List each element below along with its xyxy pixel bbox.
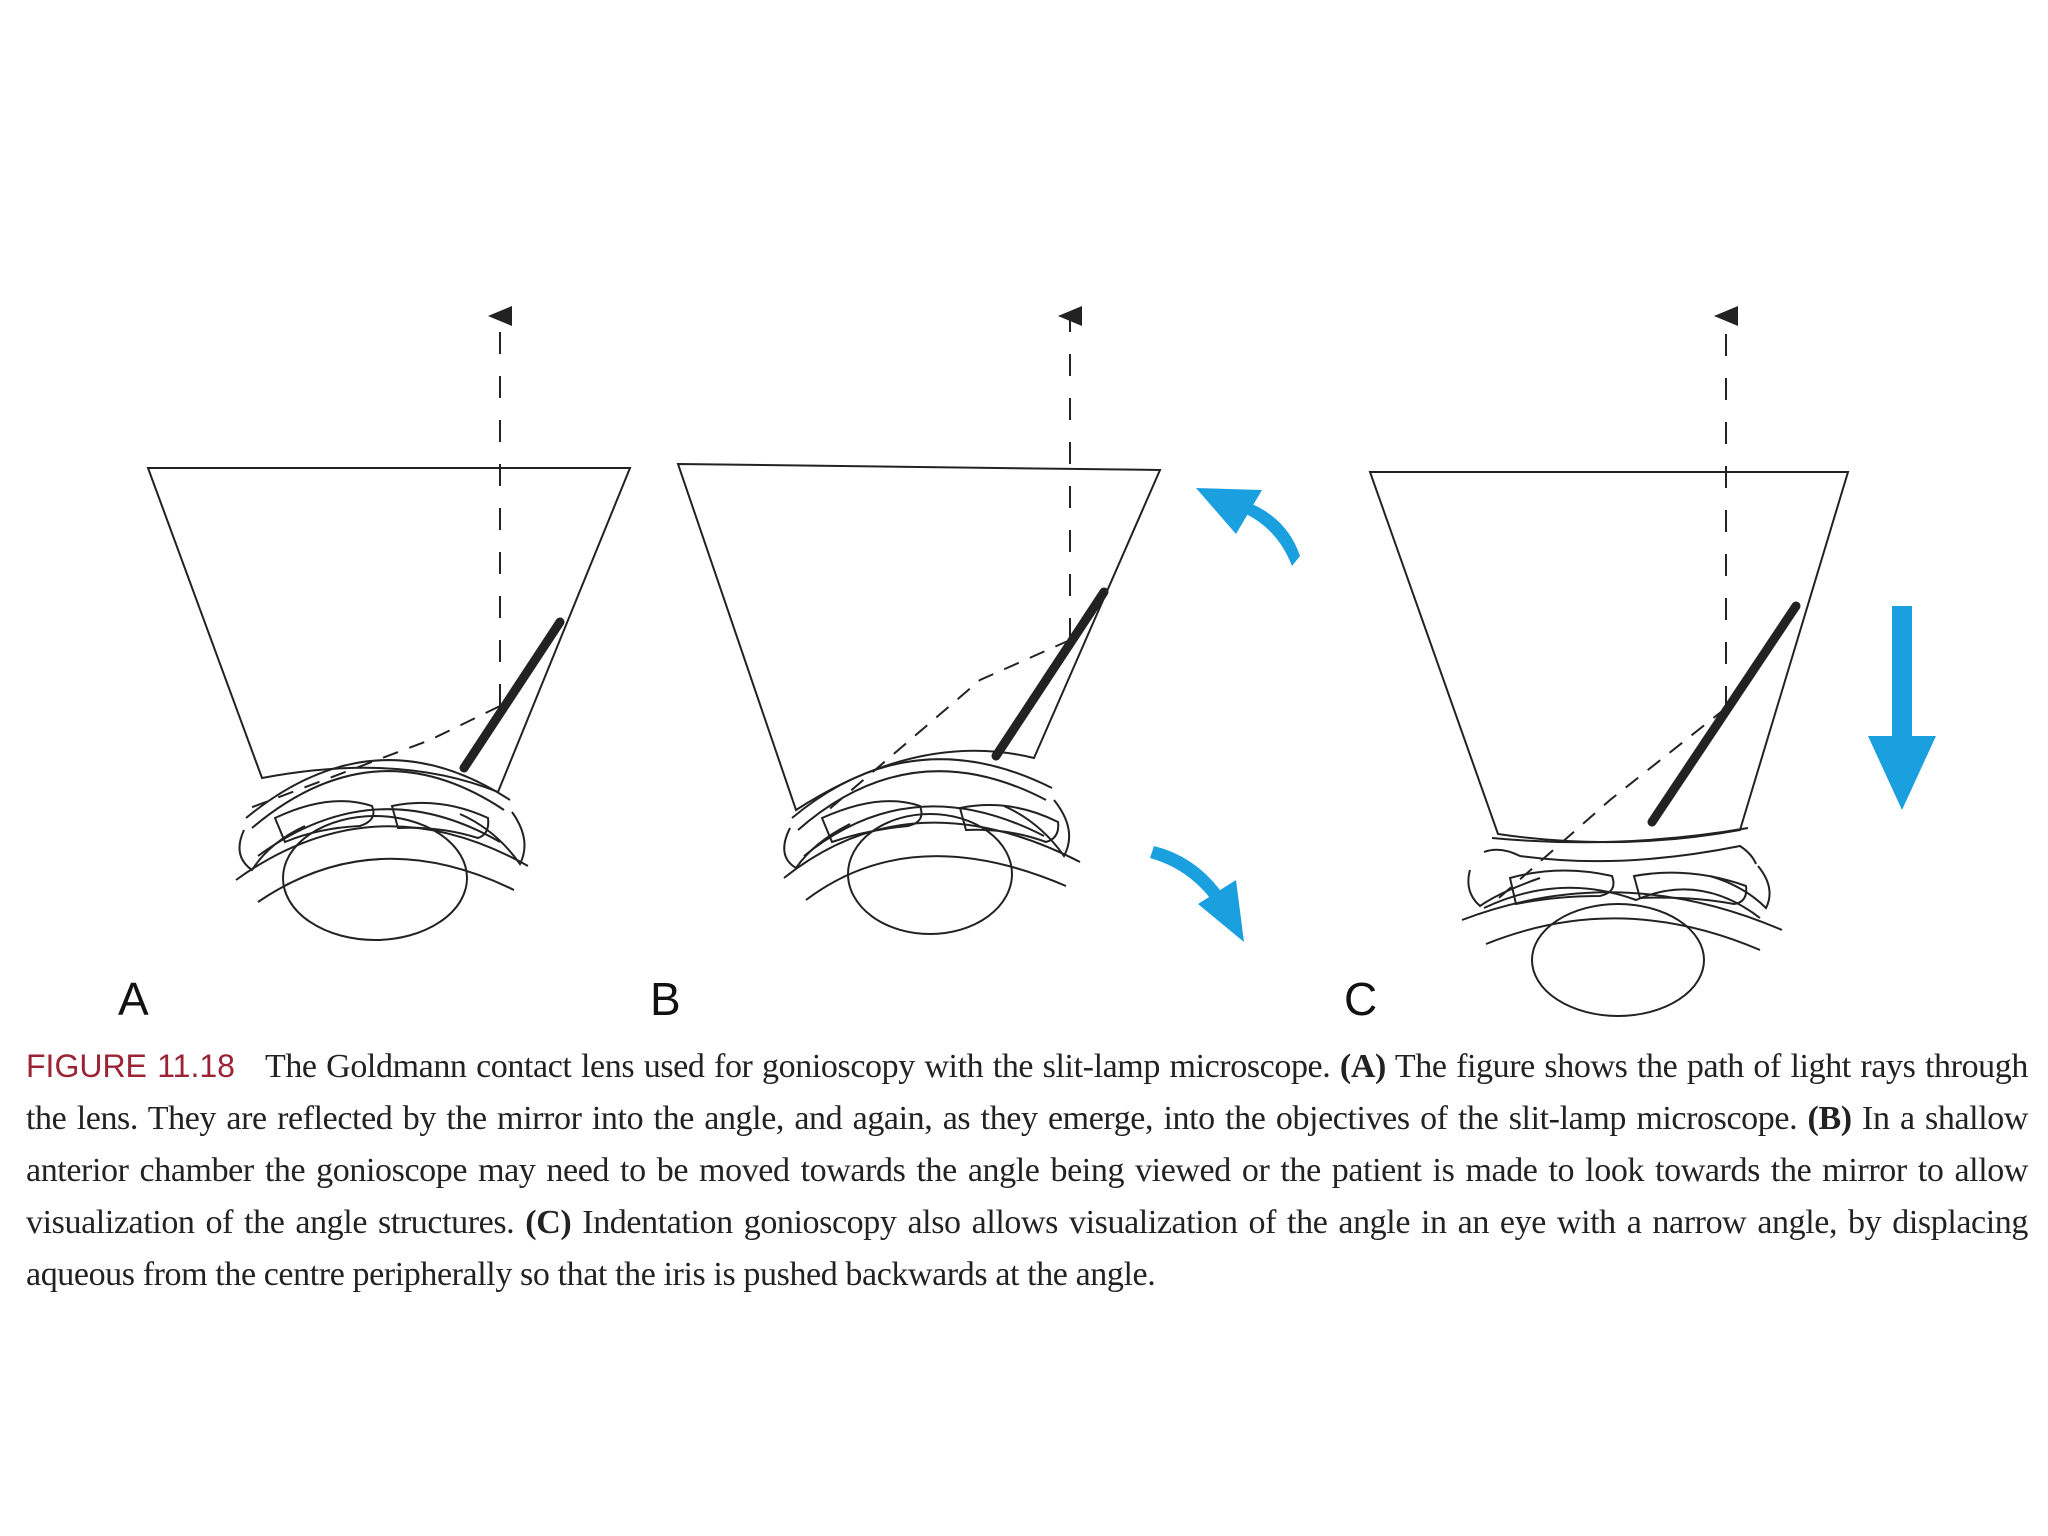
caption-ref-b: (B)	[1807, 1100, 1853, 1137]
figure-number: FIGURE 11.18	[26, 1048, 235, 1084]
caption-ref-c: (C)	[525, 1204, 572, 1241]
iris-left-b	[820, 800, 923, 844]
cornea-b	[791, 758, 1053, 819]
motion-arrows	[1150, 488, 1936, 942]
panel-a-drawing	[146, 306, 632, 941]
sclera-right-c	[1709, 865, 1771, 910]
down-arrow	[1868, 606, 1936, 810]
cornea-c	[1491, 827, 1749, 844]
panel-c-drawing	[1368, 306, 1850, 1017]
sclera-right-b	[1003, 799, 1071, 858]
curved-arrow-up-left	[1196, 488, 1300, 566]
light-ray-reflected-c	[1491, 707, 1727, 905]
mirror-b	[991, 587, 1109, 761]
sclera-right-a	[459, 811, 526, 866]
figure-caption: FIGURE 11.18 The Goldmann contact lens us…	[26, 1040, 2028, 1301]
crystalline-lens-b	[847, 813, 1013, 935]
panel-label-a: A	[118, 973, 149, 1025]
panel-label-b: B	[650, 973, 681, 1025]
lens-body-c	[1368, 471, 1850, 844]
caption-ref-a: (A)	[1339, 1048, 1386, 1085]
sclera-left-c	[1467, 869, 1541, 908]
crystalline-lens-c	[1531, 903, 1705, 1017]
panel-b-drawing	[676, 306, 1162, 935]
caption-text-2: The figure shows the path of light rays …	[26, 1048, 2028, 1137]
cornea-a	[245, 759, 511, 819]
light-ray-reflected-b	[825, 639, 1071, 813]
mirror-c	[1647, 601, 1801, 827]
crystalline-lens-a	[282, 815, 468, 941]
mirror-a	[459, 617, 565, 773]
caption-text-3: In a shallow anterior chamber the gonios…	[26, 1100, 2028, 1241]
caption-text-1: The Goldmann contact lens used for gonio…	[264, 1048, 1340, 1085]
light-ray-reflected-a	[249, 705, 501, 809]
lens-body-b	[676, 462, 1162, 812]
panel-label-c: C	[1344, 973, 1378, 1025]
caption-text-4: Indentation gonioscopy also allows visua…	[26, 1204, 2028, 1293]
iris-left-c	[1508, 869, 1615, 906]
curved-arrow-down-right	[1150, 846, 1244, 942]
